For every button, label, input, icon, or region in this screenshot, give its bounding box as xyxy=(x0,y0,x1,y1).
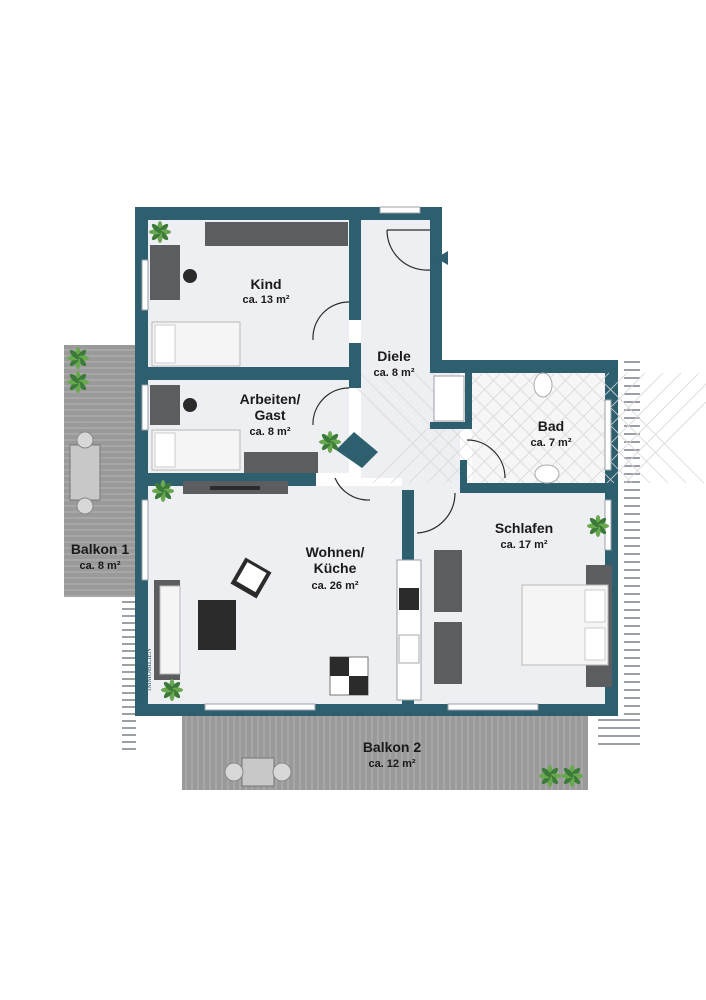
tile-line xyxy=(503,372,615,484)
room-area-balkon1: ca. 8 m² xyxy=(80,560,121,572)
room-area-schlafen: ca. 17 m² xyxy=(500,539,547,551)
plant-icon xyxy=(149,221,171,243)
railing-bottom-right xyxy=(598,719,640,745)
arbeiten-furniture xyxy=(150,385,318,473)
plant-leaf xyxy=(151,223,162,234)
tile-line xyxy=(462,372,574,484)
plant-leaf xyxy=(69,349,80,360)
tile-line xyxy=(606,383,706,484)
room-area-wohnen: ca. 26 m² xyxy=(311,580,358,592)
tile-line xyxy=(467,372,579,484)
plant-icon xyxy=(587,515,609,537)
room-name-kind: Kind xyxy=(250,276,281,292)
room-label-balkon2: Balkon 2 ca. 12 m² xyxy=(363,739,422,770)
tile-line xyxy=(341,372,453,484)
entrance-arrow-icon xyxy=(436,251,448,265)
plant-leaf xyxy=(563,767,574,778)
room-name-diele: Diele xyxy=(377,348,411,364)
room-name-bad: Bad xyxy=(538,418,564,434)
room-label-diele: Diele ca. 8 m² xyxy=(374,348,415,379)
bad-furniture xyxy=(433,372,560,484)
room-name-schlafen: Schlafen xyxy=(495,520,553,536)
tile-line xyxy=(359,372,471,484)
brand-logo: VP VON POLL IMMOBILIEN xyxy=(138,648,153,705)
tile-line xyxy=(570,372,682,484)
room-name-arbeiten-line2: Gast xyxy=(254,407,285,423)
tile-line xyxy=(480,372,592,484)
tile-line xyxy=(557,372,669,484)
tile-line xyxy=(516,372,628,484)
room-name-wohnen-line1: Wohnen/ xyxy=(306,544,365,560)
plant-leaf xyxy=(541,767,552,778)
plant-icon xyxy=(539,765,561,787)
plant-leaf xyxy=(321,433,332,444)
doors xyxy=(312,229,506,534)
plant-icon xyxy=(561,765,583,787)
balkon-1-table xyxy=(69,431,101,515)
room-label-wohnen: Wohnen/ Küche ca. 26 m² xyxy=(306,544,365,592)
tile-line xyxy=(426,372,538,484)
room-name-arbeiten-line1: Arbeiten/ xyxy=(240,391,301,407)
room-label-bad: Bad ca. 7 m² xyxy=(531,418,572,449)
room-name-wohnen-line2: Küche xyxy=(314,560,357,576)
tile-line xyxy=(575,372,687,484)
railing-left xyxy=(122,601,136,750)
room-area-kind: ca. 13 m² xyxy=(242,294,289,306)
brand-name: VON POLL xyxy=(138,657,146,691)
plant-leaf xyxy=(163,681,174,692)
brand-subtitle: IMMOBILIEN xyxy=(145,648,153,691)
railing-right xyxy=(624,361,640,715)
plant-icon xyxy=(319,431,341,453)
inner-walls xyxy=(141,206,612,711)
room-label-schlafen: Schlafen ca. 17 m² xyxy=(495,520,553,551)
plant-leaf xyxy=(589,517,600,528)
kind-furniture xyxy=(150,222,348,367)
wohnen-furniture xyxy=(154,481,422,701)
room-name-balkon1: Balkon 1 xyxy=(71,541,130,557)
tile-line xyxy=(539,372,651,484)
plant-icon xyxy=(67,371,89,393)
plant-icon xyxy=(67,221,609,787)
balkon-2-table xyxy=(224,757,292,787)
room-label-kind: Kind ca. 13 m² xyxy=(242,276,289,306)
plant-icon xyxy=(152,480,174,502)
schlafen-furniture xyxy=(434,550,612,687)
room-area-diele: ca. 8 m² xyxy=(374,367,415,379)
tile-line xyxy=(372,372,484,484)
room-name-balkon2: Balkon 2 xyxy=(363,739,422,755)
tile-line xyxy=(534,372,646,484)
plant-leaf xyxy=(154,482,165,493)
plant-icon xyxy=(67,347,89,369)
brand-monogram: VP xyxy=(138,692,149,705)
plant-icon xyxy=(161,679,183,701)
room-area-balkon2: ca. 12 m² xyxy=(368,758,415,770)
tile-line xyxy=(498,372,610,484)
room-area-arbeiten: ca. 8 m² xyxy=(250,426,291,438)
tile-line xyxy=(624,401,706,484)
room-label-arbeiten: Arbeiten/ Gast ca. 8 m² xyxy=(240,391,301,438)
room-label-balkon1: Balkon 1 ca. 8 m² xyxy=(71,541,130,572)
tile-line xyxy=(485,372,597,484)
plant-leaf xyxy=(69,373,80,384)
room-area-bad: ca. 7 m² xyxy=(531,437,572,449)
tile-line xyxy=(593,372,705,484)
